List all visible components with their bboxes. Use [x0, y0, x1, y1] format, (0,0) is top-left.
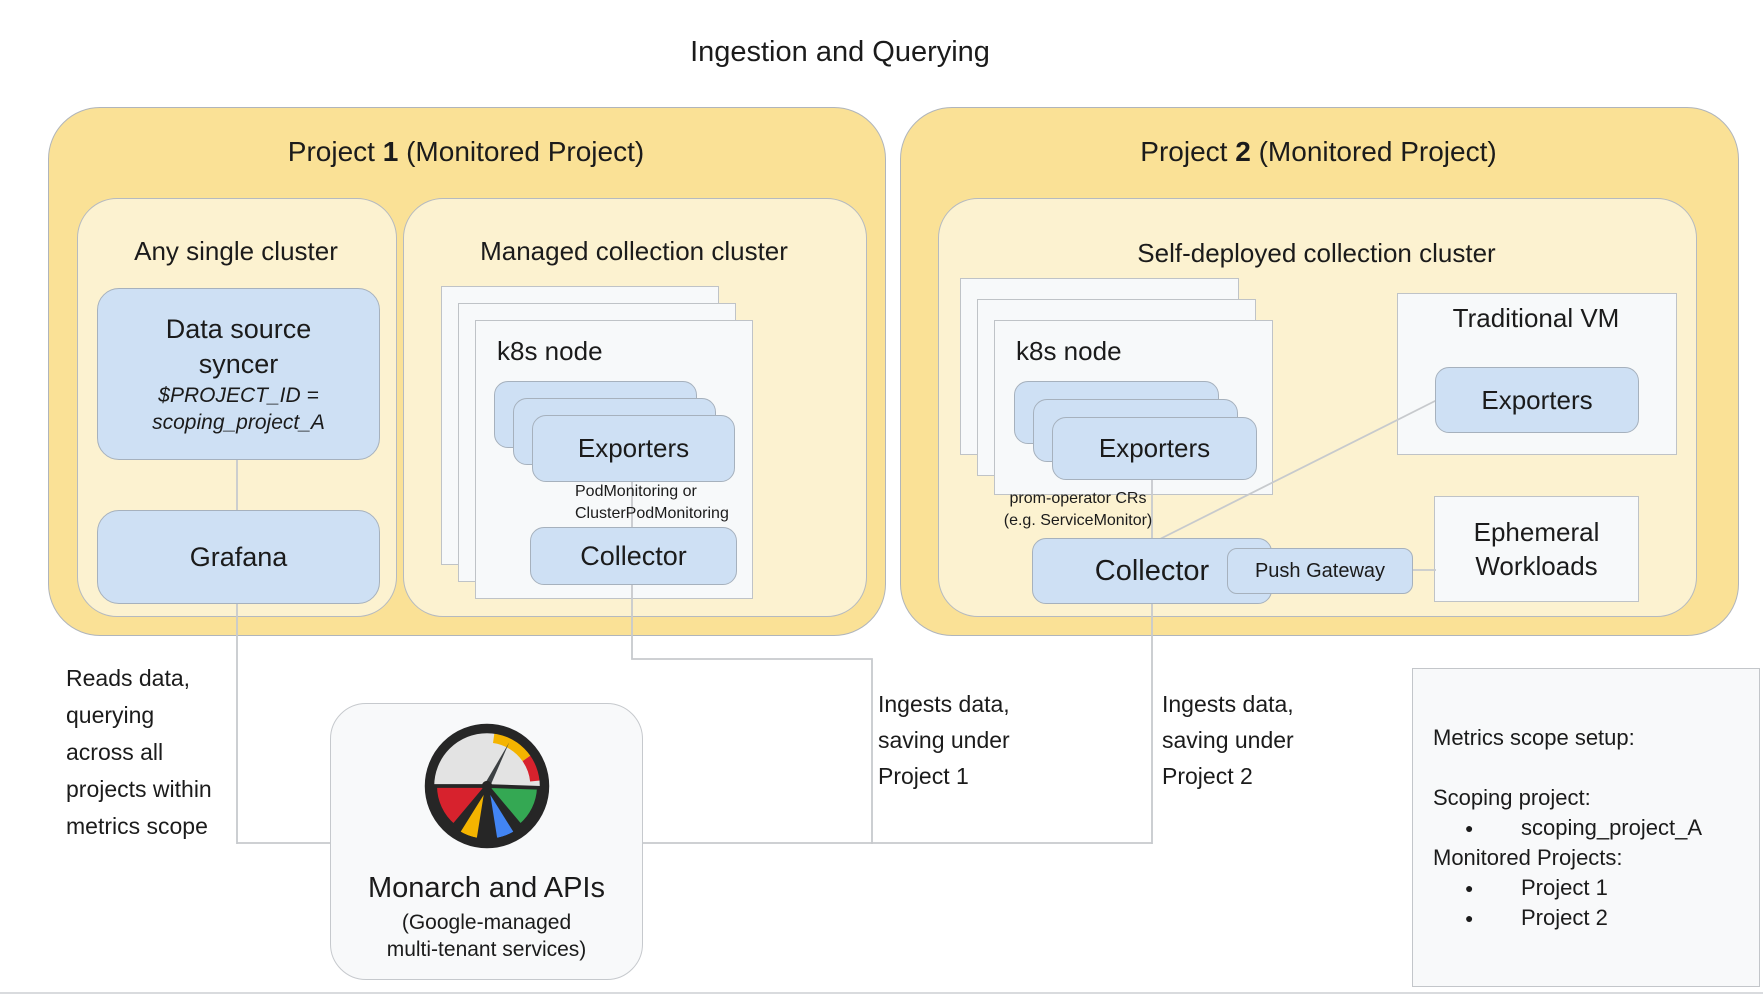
- monarch-title: Monarch and APIs: [368, 872, 605, 904]
- project1-title-number: 1: [382, 136, 399, 167]
- monarch-box: Monarch and APIs (Google-managed multi-t…: [330, 703, 643, 980]
- self-deployed-cluster-title: Self-deployed collection cluster: [1137, 238, 1496, 268]
- scoping-project-value: scoping_project_A: [1521, 815, 1703, 840]
- project1-title: Project 1 (Monitored Project): [48, 136, 884, 168]
- any-single-cluster-title: Any single cluster: [134, 236, 338, 266]
- push-gateway-box: Push Gateway: [1227, 548, 1413, 594]
- monitored-projects-label: Monitored Projects:: [1433, 845, 1623, 870]
- data-source-syncer-box: Data source syncer $PROJECT_ID = scoping…: [97, 288, 380, 460]
- monitored-project-1: Project 1: [1521, 875, 1608, 900]
- grafana-box: Grafana: [97, 510, 380, 604]
- bullet-icon: [1465, 873, 1479, 903]
- project1-title-prefix: Project: [287, 136, 383, 167]
- project2-title-suffix: (Monitored Project): [1250, 136, 1497, 167]
- monarch-subtitle: (Google-managed multi-tenant services): [386, 911, 587, 961]
- project2-title-prefix: Project: [1140, 136, 1236, 167]
- p1-collector-box: Collector: [530, 527, 737, 585]
- reads-data-note: Reads data, querying across all projects…: [66, 665, 212, 839]
- project2-title-number: 2: [1235, 136, 1251, 167]
- project2-title: Project 2 (Monitored Project): [900, 136, 1737, 168]
- p2-promoperator-caption: prom-operator CRs (e.g. ServiceMonitor): [1003, 490, 1153, 529]
- scoping-project-label: Scoping project:: [1433, 785, 1591, 810]
- data-source-syncer-label: Data source syncer: [165, 314, 312, 379]
- project1-title-suffix: (Monitored Project): [398, 136, 645, 167]
- p2-exporters-box: Exporters: [1052, 417, 1257, 480]
- ingest-project2-note: Ingests data, saving under Project 2: [1162, 691, 1294, 789]
- monitored-project-item: Project 2: [1433, 903, 1749, 933]
- monitored-project-2: Project 2: [1521, 905, 1608, 930]
- monitoring-gauge-icon: [424, 723, 549, 849]
- metrics-scope-title: Metrics scope setup:: [1433, 725, 1635, 750]
- data-source-syncer-env: $PROJECT_ID = scoping_project_A: [152, 384, 325, 434]
- ephemeral-workloads-box: Ephemeral Workloads: [1434, 496, 1639, 602]
- p1-exporters-box: Exporters: [532, 415, 735, 482]
- monitored-project-item: Project 1: [1433, 873, 1749, 903]
- page-title: Ingestion and Querying: [690, 36, 990, 68]
- scoping-project-item: scoping_project_A: [1433, 813, 1749, 843]
- bullet-icon: [1465, 903, 1479, 933]
- p1-k8s-node-label: k8s node: [497, 336, 603, 366]
- vm-exporters-box: Exporters: [1435, 367, 1639, 433]
- ingest-project1-note: Ingests data, saving under Project 1: [878, 691, 1010, 789]
- bullet-icon: [1465, 813, 1479, 843]
- p1-monitoring-caption: PodMonitoring or ClusterPodMonitoring: [575, 483, 729, 522]
- traditional-vm-title: Traditional VM: [1452, 303, 1620, 333]
- p2-k8s-node-label: k8s node: [1016, 336, 1122, 366]
- managed-cluster-title: Managed collection cluster: [480, 236, 788, 266]
- metrics-scope-panel: Metrics scope setup: Scoping project: sc…: [1412, 668, 1760, 987]
